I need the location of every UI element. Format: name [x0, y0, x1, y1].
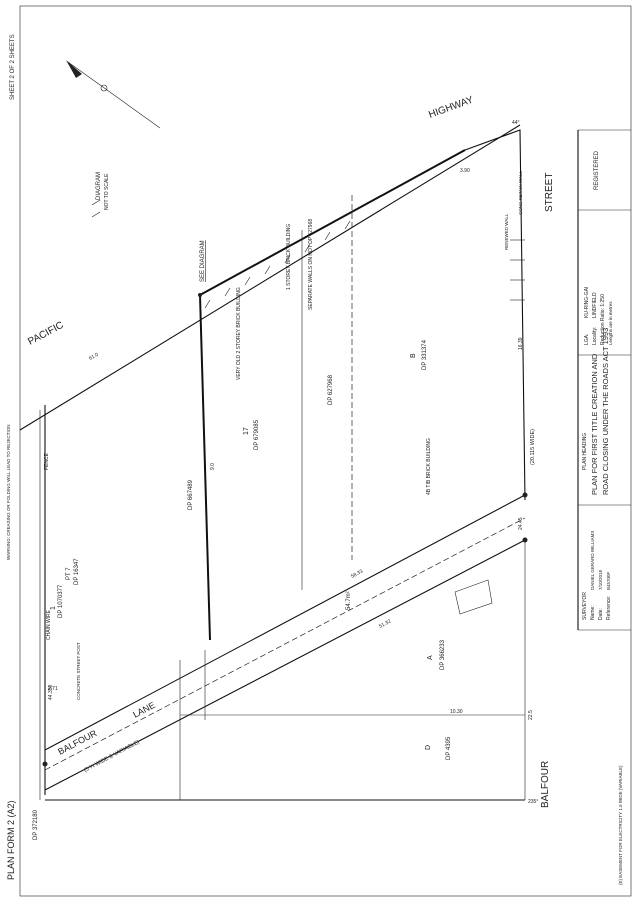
dimension-label: 2.71	[48, 686, 58, 692]
fence-note: FENCE	[44, 452, 50, 470]
easement-box	[454, 579, 493, 615]
lot-1-name: 1	[50, 606, 57, 610]
dimension-label: 3.90	[460, 168, 470, 174]
dimension-label: 61.0	[88, 352, 100, 362]
road-name-lane: LANE	[131, 700, 156, 720]
name-label: Name:	[590, 605, 596, 620]
lot-1-dp: DP 1070377	[58, 584, 64, 618]
lga-label: LGA:	[584, 334, 590, 345]
road-name-highway: HIGHWAY	[427, 94, 475, 120]
lot-d-dp: DP 4395	[446, 736, 452, 760]
reference-value: B45700F	[606, 571, 611, 590]
date-value: 7/10/2018	[598, 569, 603, 590]
monument-marker	[42, 761, 48, 767]
lengths-note: Lengths are in metres	[608, 301, 613, 345]
north-arrow-icon	[66, 60, 161, 129]
dimension-label: 44°	[512, 120, 520, 126]
street-width-note: (20.115 WIDE)	[530, 429, 536, 465]
lot-boundary-west	[199, 294, 211, 641]
dimension-label: 10.30	[450, 709, 463, 715]
monument-marker	[198, 293, 202, 297]
brick-building-note: 4B TIB BRICK BUILDING	[426, 438, 432, 495]
diagram-scale-note: NOT TO SCALE	[104, 173, 110, 210]
dimension-label: 235°	[528, 799, 538, 805]
lane-width-note: (5 ¼ WIDE & VARIABLE)	[83, 739, 141, 773]
chain-wire-note: CHAIN WIRE	[46, 609, 52, 640]
lot-dp-16347: DP 16347	[74, 558, 80, 585]
see-diagram-note: SEE DIAGRAM	[200, 240, 206, 282]
dimension-label: 51.32	[378, 618, 392, 629]
date-label: Date:	[598, 608, 604, 620]
locality-value: LINDFIELD	[592, 292, 598, 318]
dimension-label: 24.45	[518, 517, 524, 530]
dimension-label: 9.0	[210, 463, 216, 470]
easement-note: (E) EASEMENT FOR ELECTRICITY 1.5 WIDE (V…	[618, 765, 623, 885]
lot-b-name: B	[410, 353, 417, 358]
road-name-pacific: PACIFIC	[26, 320, 65, 348]
lot-dp-372180: DP 372180	[33, 809, 39, 840]
plan-form-title: PLAN FORM 2 (A2)	[6, 800, 16, 880]
very-old-building-note: VERY OLD 2 STOREY BRICK BUILDING	[236, 287, 242, 380]
lga-value: KU-RING-GAI	[584, 287, 590, 318]
storey-building-note: 1 STOREY BRICK BUILDING	[286, 224, 292, 290]
lot-17-name: 17	[243, 427, 250, 435]
surveyor-name: DANIEL GERARD WILLIAMS	[590, 531, 595, 590]
balfour-lane-south	[44, 539, 526, 791]
registered-label: REGISTERED	[594, 150, 600, 190]
concrete-post-note: CONCRETE STREET POST	[76, 642, 81, 700]
dimension-label: 16.39	[518, 337, 524, 350]
lot-17-dp: DP 679085	[254, 419, 260, 450]
diagram-title: DIAGRAM	[96, 172, 102, 200]
plan-heading-line-1: PLAN FOR FIRST TITLE CREATION AND	[590, 353, 599, 495]
lot-b-dp: DP 331374	[422, 339, 428, 370]
road-name-balfour-street: BALFOUR	[540, 761, 551, 808]
boundary-hatching	[91, 199, 525, 309]
lot-area-note: 54.7m²	[346, 591, 352, 610]
reference-label: Reference:	[606, 596, 612, 620]
dimension-label: 58.33	[350, 568, 364, 579]
plan-heading-line-2: ROAD CLOSING UNDER THE ROADS ACT 1993	[601, 328, 610, 495]
locality-label: Locality:	[592, 327, 598, 345]
street-boundary	[464, 129, 526, 501]
monument-marker	[522, 537, 528, 543]
dimension-label: 44.350	[48, 684, 54, 700]
sheet-border	[19, 5, 632, 897]
pacific-highway-boundary	[19, 124, 521, 431]
monument-marker	[522, 492, 528, 498]
warning-note: WARNING: CREASING OR FOLDING WILL LEAD T…	[6, 424, 11, 560]
reduction-ratio: Reduction Ratio: 1:250	[600, 294, 606, 345]
conc-retain-wall-note: CONC RETAIN WALL	[518, 170, 523, 215]
lot-dp-627968: DP 627968	[328, 374, 334, 405]
plan-heading-label: PLAN HEADING	[582, 433, 588, 470]
renewed-wall-note: RENEWED WALL	[504, 213, 509, 250]
lot-d-name: D	[425, 745, 432, 750]
lot-a-dp: DP 366233	[440, 639, 446, 670]
surveyor-label: SURVEYOR	[582, 592, 588, 620]
road-name-street: STREET	[544, 173, 555, 212]
balfour-lane-north	[44, 494, 526, 751]
separate-walls-note: SEPARATE WALLS ON NOT DP 627968	[308, 219, 314, 310]
pacific-highway-frontage	[199, 149, 466, 296]
lot-dp-667489: DP 667489	[188, 479, 194, 510]
sheet-number: SHEET 2 OF 2 SHEETS	[10, 34, 16, 100]
lot-a-name: A	[427, 655, 434, 660]
dimension-label: 22.5	[528, 710, 534, 720]
lot-7-part: PT 7	[66, 567, 72, 580]
